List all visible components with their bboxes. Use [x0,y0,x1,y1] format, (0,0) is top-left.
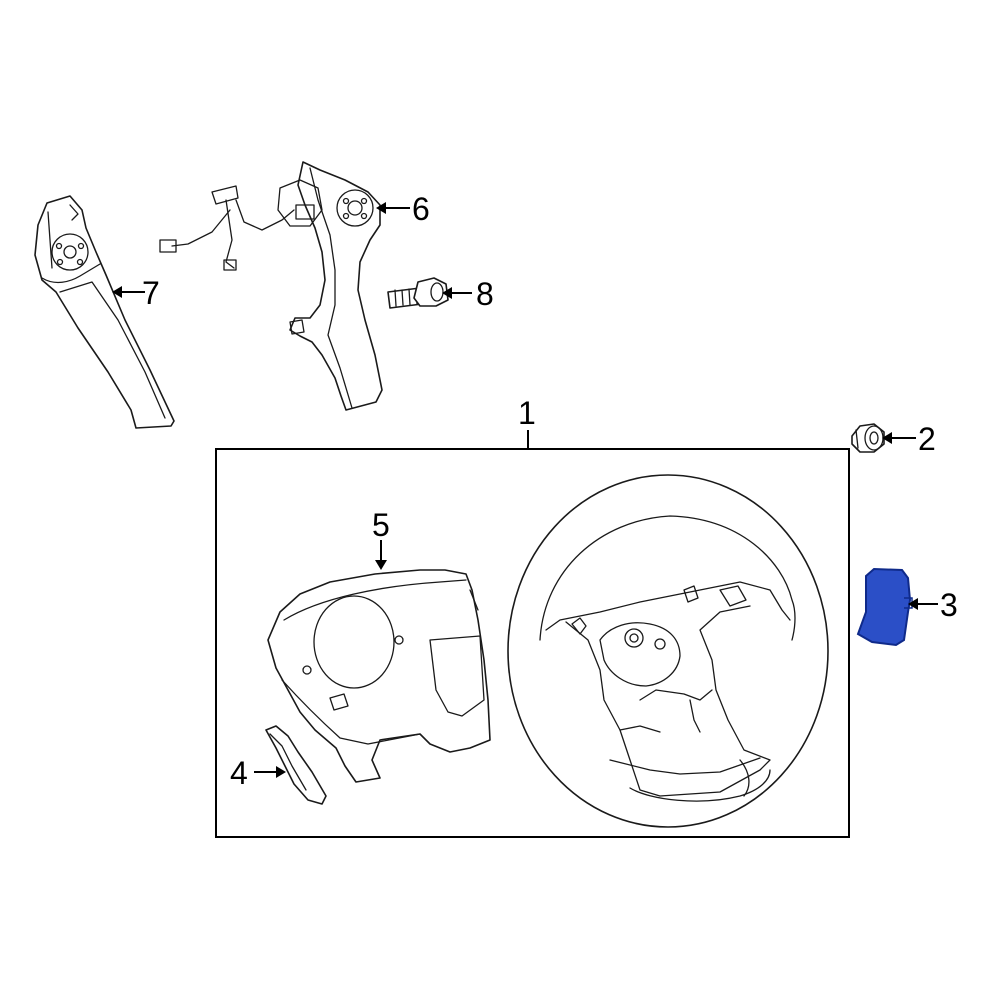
callout-5: 5 [372,507,390,543]
callout-8: 8 [476,276,494,312]
airbag-cover-icon[interactable] [267,569,491,783]
callout-4: 4 [230,755,248,791]
left-switch-icon[interactable] [34,195,175,429]
callout-7: 7 [142,275,160,311]
steering-wheel-icon[interactable] [507,474,829,828]
right-switch-icon[interactable] [159,161,383,411]
cover-highlighted-icon[interactable] [856,567,913,647]
callout-6: 6 [412,191,430,227]
assembly-frame [215,448,850,838]
nut-icon[interactable] [851,423,885,453]
trim-piece-icon[interactable] [265,725,327,805]
callout-3: 3 [940,587,958,623]
bolt-icon[interactable] [387,277,449,309]
callout-1: 1 [518,395,536,431]
callout-2: 2 [918,421,936,457]
